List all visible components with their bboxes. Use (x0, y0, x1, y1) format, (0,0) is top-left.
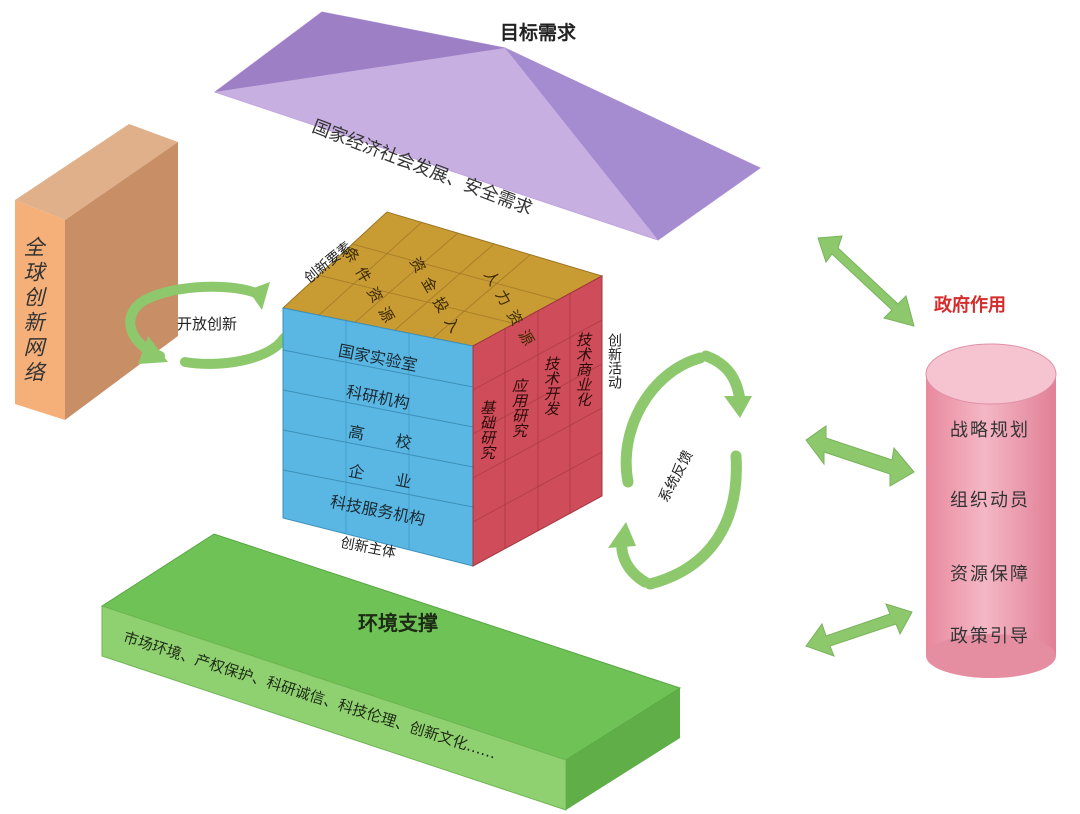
innovation-cube (281, 211, 604, 567)
government-item-policy: 政策引导 (950, 626, 1030, 647)
cube-side-item-applied-research: 应用研究 (510, 378, 528, 438)
open-innovation-arrows (125, 281, 289, 369)
goal-roof (213, 11, 761, 241)
cube-side-item-tech-development: 技术开发 (542, 356, 560, 416)
government-item-strategy: 战略规划 (950, 420, 1030, 441)
government-item-mobilization: 组织动员 (950, 490, 1030, 511)
cube-side-item-commercialization: 技术商业化 (574, 332, 592, 407)
goal-title: 目标需求 (500, 22, 577, 44)
government-title: 政府作用 (934, 295, 1006, 316)
government-item-resources: 资源保障 (950, 564, 1030, 585)
innovation-activities-label: 创新活动 (606, 333, 622, 389)
environment-platform (100, 533, 682, 811)
gov-arrows (805, 235, 915, 657)
global-network-label: 全球创新网络 (21, 236, 45, 386)
government-cylinder (925, 343, 1057, 678)
open-innovation-label: 开放创新 (177, 315, 238, 333)
feedback-arrows (608, 350, 752, 590)
environment-title: 环境支撑 (358, 611, 438, 635)
cube-side-item-basic-research: 基础研究 (478, 400, 496, 460)
